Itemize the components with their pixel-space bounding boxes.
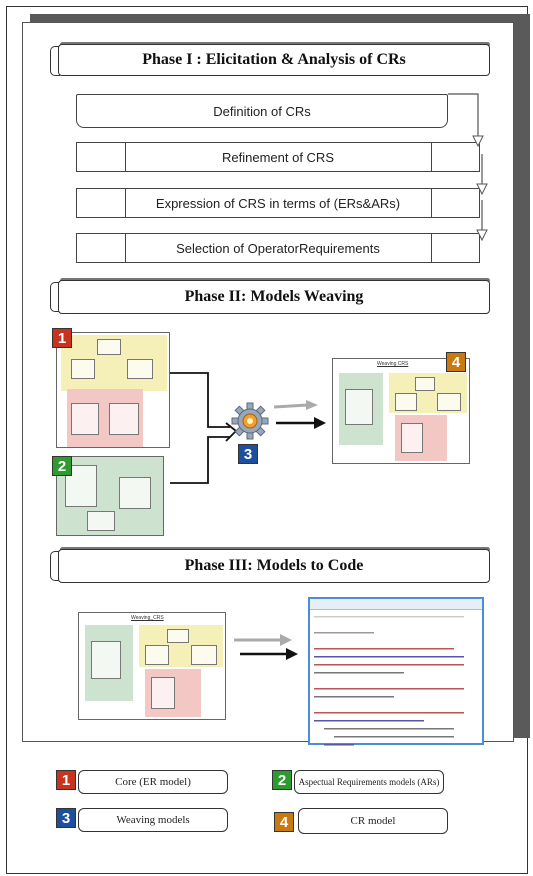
class-box [109, 403, 139, 435]
legend-core: Core (ER model) [78, 770, 228, 794]
step-divider [431, 189, 432, 217]
cr-diagram-title: Weaving CRS [377, 361, 409, 367]
arrow-head-icon [476, 183, 488, 196]
step-definition: Definition of CRs [76, 94, 448, 128]
class-box [395, 393, 417, 411]
step-divider [125, 143, 126, 171]
badge-core: 1 [52, 328, 72, 348]
phase1-connectors [448, 93, 488, 242]
phase3-diagram-title: Weaving_CRS [131, 615, 164, 621]
step-expression-label: Expression of CRS in terms of (ERs&ARs) [155, 195, 401, 211]
legend-badge-core: 1 [56, 770, 76, 790]
phase1-title: Phase I : Elicitation & Analysis of CRs [58, 44, 490, 76]
class-box [151, 677, 175, 709]
step-divider [431, 234, 432, 262]
class-box [91, 641, 121, 679]
code-lines [310, 610, 482, 752]
class-box [167, 629, 189, 643]
phase3-banner-roll [50, 551, 60, 581]
step-expression: Expression of CRS in terms of (ERs&ARs) [76, 188, 480, 218]
step-selection-label: Selection of OperatorRequirements [176, 240, 380, 256]
phase2-banner-roll [50, 282, 60, 312]
class-box [437, 393, 461, 411]
step-divider [431, 143, 432, 171]
legend-weaving: Weaving models [78, 808, 228, 832]
badge-weaving: 3 [238, 444, 258, 464]
phase3-model-thumbnail: Weaving_CRS [78, 612, 226, 720]
step-definition-label: Definition of CRs [213, 103, 311, 119]
class-box [119, 477, 151, 509]
generated-code-editor [308, 597, 484, 749]
arrow-head-icon [472, 135, 484, 148]
step-divider [125, 189, 126, 217]
class-box [127, 359, 153, 379]
class-box [97, 339, 121, 355]
step-selection: Selection of OperatorRequirements [76, 233, 480, 263]
class-box [345, 389, 373, 425]
core-er-model-thumbnail [56, 332, 170, 448]
legend-badge-weaving: 3 [56, 808, 76, 828]
class-box [145, 645, 169, 665]
badge-aspectual: 2 [52, 456, 72, 476]
step-refinement-label: Refinement of CRS [222, 149, 334, 165]
arrow-head-icon [286, 648, 298, 660]
arrow-head-icon [314, 417, 326, 429]
phase2-title: Phase II: Models Weaving [58, 280, 490, 314]
class-box [401, 423, 423, 453]
cr-model-thumbnail: Weaving CRS [332, 358, 470, 464]
class-box [71, 359, 95, 379]
editor-tab-bar [310, 599, 482, 610]
weaving-connectors [170, 372, 326, 484]
phase1-banner-roll [50, 46, 60, 76]
phase3-title: Phase III: Models to Code [58, 549, 490, 583]
class-box [71, 403, 99, 435]
legend-aspectual: Aspectual Requirements models (ARs) [294, 770, 444, 794]
aspectual-model-thumbnail [56, 456, 164, 536]
legend-badge-cr: 4 [274, 812, 294, 832]
arrow-head-icon [476, 229, 488, 242]
class-box [191, 645, 217, 665]
weaving-gear-icon [231, 402, 269, 440]
step-refinement: Refinement of CRS [76, 142, 480, 172]
class-box [87, 511, 115, 531]
badge-cr: 4 [446, 352, 466, 372]
legend-cr: CR model [298, 808, 448, 834]
legend-badge-aspectual: 2 [272, 770, 292, 790]
class-box [415, 377, 435, 391]
step-divider [125, 234, 126, 262]
code-gen-arrows [234, 634, 298, 660]
